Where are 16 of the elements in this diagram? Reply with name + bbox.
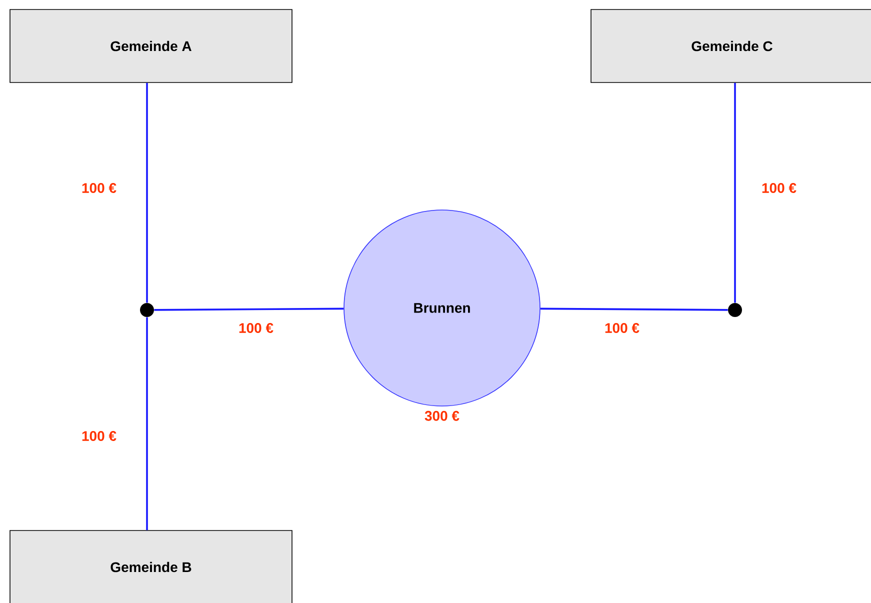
junction-dot — [140, 303, 154, 317]
connector-line — [540, 308, 728, 311]
amount-label: 100 € — [239, 323, 274, 333]
connector-line — [146, 317, 148, 530]
amount-label: 100 € — [82, 183, 116, 193]
amount-label: 100 € — [82, 431, 116, 441]
gemeinde-box: Gemeinde B — [10, 530, 292, 603]
amount-label: 100 € — [605, 323, 640, 333]
junction-dot — [728, 303, 742, 317]
connector-line — [154, 308, 344, 311]
connector-line — [146, 82, 148, 303]
amount-label: 100 € — [762, 183, 796, 193]
gemeinde-box: Gemeinde C — [590, 9, 871, 83]
amount-label: 300 € — [424, 410, 460, 421]
connector-line — [734, 82, 736, 303]
gemeinde-box: Gemeinde A — [10, 9, 292, 83]
